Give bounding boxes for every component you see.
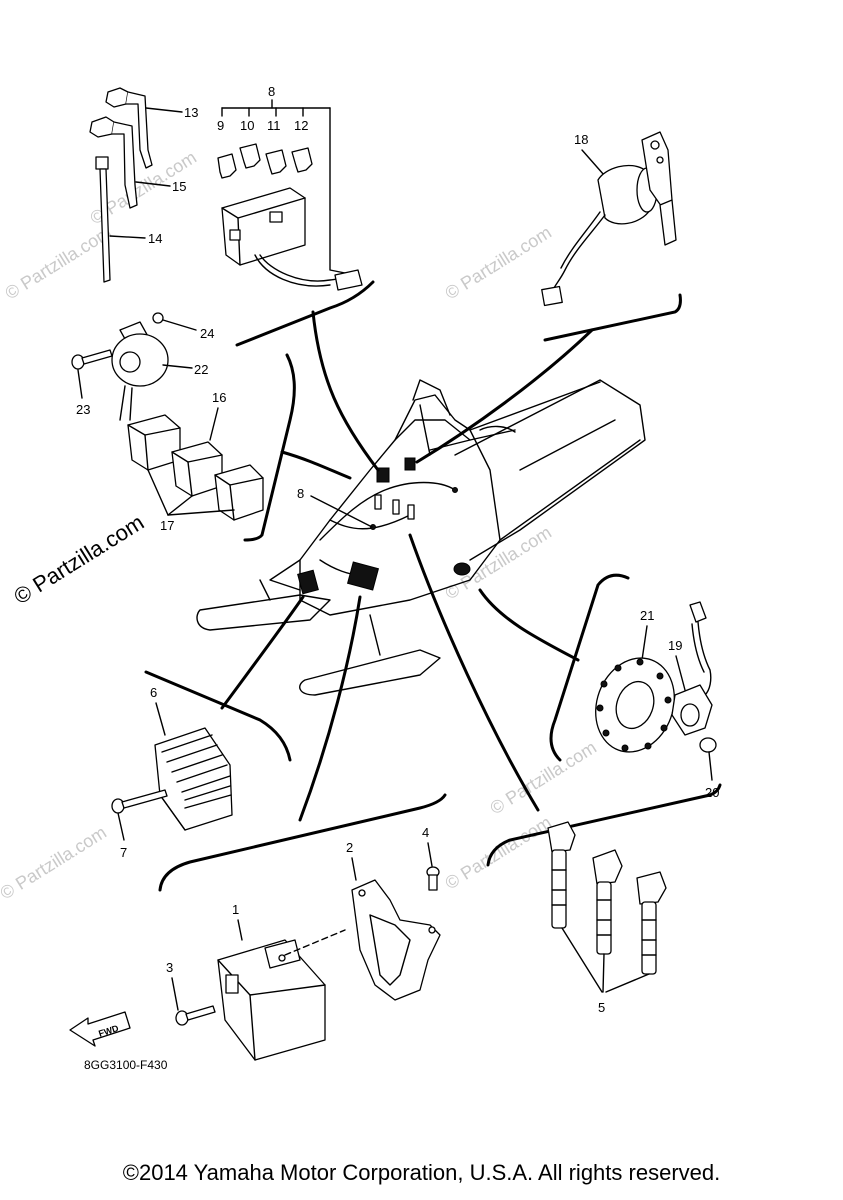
callout-7: 7 (120, 845, 127, 860)
bike-spark-plugs-icon (374, 494, 415, 520)
clamp-13-icon (105, 87, 153, 169)
watermark: © Partzilla.com (442, 222, 555, 303)
callout-17: 17 (160, 518, 174, 533)
callout-10: 10 (240, 118, 254, 133)
callout-11: 11 (267, 118, 281, 133)
bolt-7-icon (111, 789, 168, 814)
cable-tie-14-icon (95, 156, 111, 283)
main-switch-group: 18 (541, 131, 677, 307)
callout-15: 15 (172, 179, 186, 194)
nut-24-icon (152, 312, 164, 324)
rectifier-regulator-icon (154, 727, 233, 831)
callout-23: 23 (76, 402, 90, 417)
ignition-coils-group: 5 (547, 821, 667, 1015)
relays-group: 16 17 (127, 390, 264, 533)
ignition-coil-icon (636, 871, 667, 975)
bike-rectifier-icon (297, 569, 319, 595)
bike-relay-icon (404, 457, 416, 471)
fwd-arrow-group: FWD (69, 1011, 131, 1047)
cable-ties-group: 13 15 14 (89, 87, 198, 283)
relay-icon (127, 414, 181, 471)
callout-16: 16 (212, 390, 226, 405)
clamp-15-icon (89, 116, 138, 209)
pickup-group: 21 19 20 (595, 601, 719, 800)
callout-8-bike: 8 (297, 486, 304, 501)
callout-13: 13 (184, 105, 198, 120)
ignition-coil-icon (592, 849, 623, 955)
bolt-4-icon (426, 866, 440, 891)
rectifier-group: 6 7 (111, 685, 233, 860)
callout-4: 4 (422, 825, 429, 840)
watermark: © Partzilla.com (0, 822, 110, 903)
callout-22: 22 (194, 362, 208, 377)
snowmobile-outline (196, 379, 646, 696)
cdi-bracket-icon (351, 879, 441, 1001)
figure-code: 8GG3100-F430 (84, 1058, 168, 1072)
watermark: © Partzilla.com (442, 522, 555, 603)
callout-19: 19 (668, 638, 682, 653)
cdi-unit-icon (217, 939, 326, 1061)
callout-20: 20 (705, 785, 719, 800)
pickup-coil-icon (671, 601, 713, 736)
nut-20-icon (699, 737, 717, 753)
bolt-23-icon (71, 349, 113, 370)
ignition-coil-icon (547, 821, 576, 929)
pickup-rotor-icon (595, 657, 675, 753)
horn-group: 24 22 23 (71, 312, 214, 421)
callout-18: 18 (574, 132, 588, 147)
bolt-3-icon (175, 1005, 216, 1026)
fuse-icon (217, 143, 313, 179)
bike-cdi-unit-icon (346, 561, 380, 591)
callout-14: 14 (148, 231, 162, 246)
relay-icon (171, 441, 223, 497)
callout-3: 3 (166, 960, 173, 975)
callout-5: 5 (598, 1000, 605, 1015)
fwd-arrow-icon (69, 1011, 131, 1047)
horn-icon (111, 321, 169, 421)
group-brackets (144, 280, 722, 892)
watermark: © Partzilla.com (2, 222, 115, 303)
callout-24: 24 (200, 326, 214, 341)
callout-8: 8 (268, 84, 275, 99)
relay-icon (214, 464, 264, 521)
watermark: © Partzilla.com (442, 812, 555, 893)
watermark-large: © Partzilla.com (9, 509, 148, 609)
callout-21: 21 (640, 608, 654, 623)
main-switch-icon (541, 131, 677, 307)
watermarks: © Partzilla.com © Partzilla.com © Partzi… (0, 147, 600, 903)
bike-fuse-box-icon (376, 467, 390, 483)
bike-pickup-icon (453, 562, 471, 576)
callout-6: 6 (150, 685, 157, 700)
leader-lines (220, 310, 594, 822)
callout-2: 2 (346, 840, 353, 855)
callout-12: 12 (294, 118, 308, 133)
fuse-box-group: 8 9 10 11 12 (217, 84, 363, 291)
copyright-notice: ©2014 Yamaha Motor Corporation, U.S.A. A… (122, 1160, 721, 1185)
fuse-box-icon (221, 187, 363, 291)
cdi-group: 1 2 4 3 (166, 825, 441, 1061)
callout-9: 9 (217, 118, 224, 133)
callout-1: 1 (232, 902, 239, 917)
